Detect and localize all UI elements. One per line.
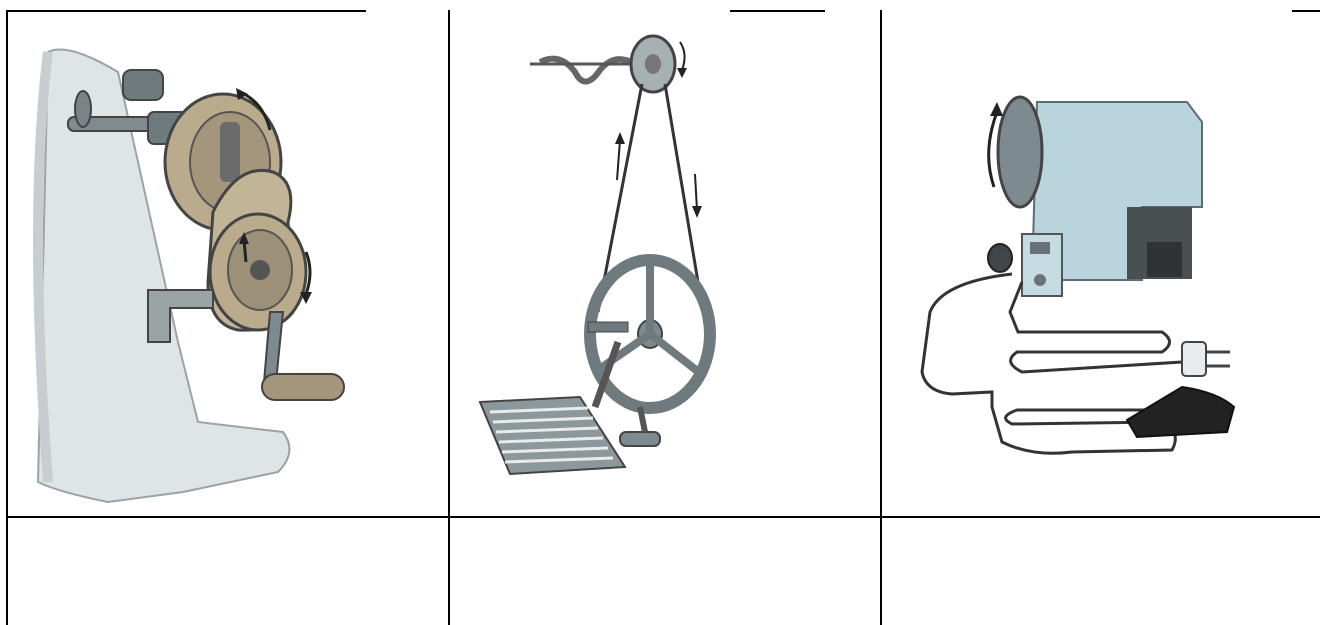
empty-cell-2: [450, 518, 880, 625]
cell-treadle: [450, 12, 880, 516]
column-divider-1: [448, 10, 450, 625]
top-border-left: [6, 10, 366, 12]
hand-crank-drive-icon: [33, 48, 345, 504]
empty-cell-3: [882, 518, 1320, 625]
cell-hand-crank: [8, 12, 448, 516]
row-divider: [6, 516, 1320, 518]
cell-electric: [882, 12, 1320, 516]
top-border-middle: [730, 10, 825, 12]
treadle-drive-icon: [478, 34, 716, 476]
top-border-right: [1292, 10, 1320, 12]
empty-cell-1: [8, 518, 448, 625]
electric-drive-icon: [920, 95, 1236, 455]
column-divider-2: [880, 10, 882, 625]
left-border: [6, 10, 8, 625]
